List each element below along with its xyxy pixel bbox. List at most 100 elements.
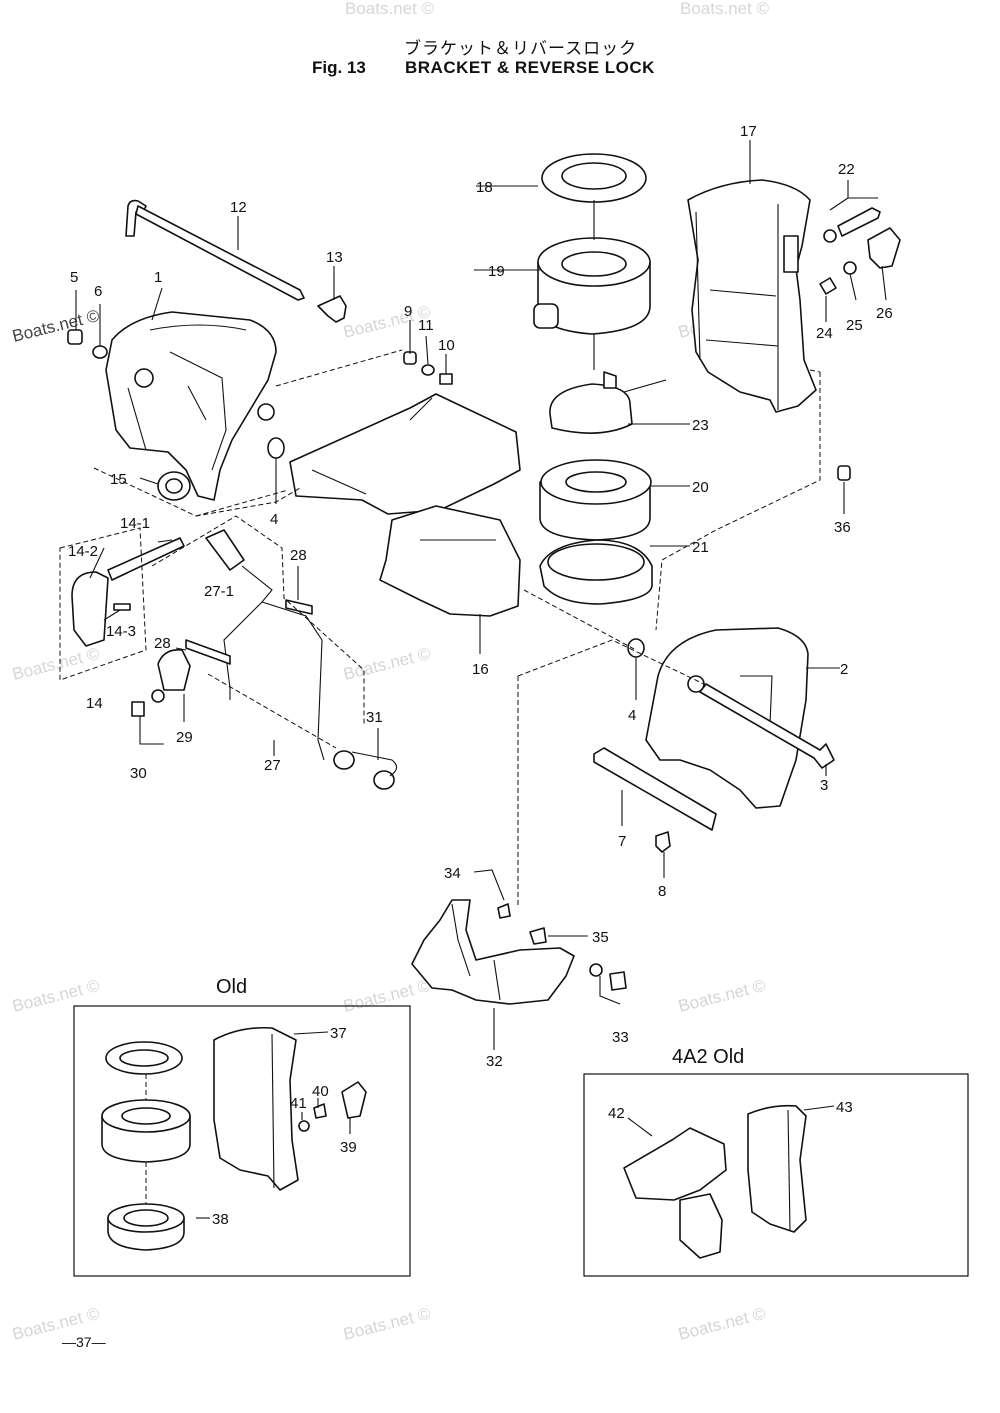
old-knob-part-39 xyxy=(341,1081,367,1119)
label-part-43: 43 xyxy=(836,1099,853,1116)
swivel-bracket-part-16 xyxy=(289,393,521,617)
label-part-31: 31 xyxy=(366,709,383,726)
washer-part-30 xyxy=(151,689,165,703)
grease-nipple-part-36 xyxy=(837,465,851,481)
watermark: Boats.net © xyxy=(10,644,101,684)
screw-part-8 xyxy=(655,831,671,853)
old-washer-part-41 xyxy=(298,1120,310,1132)
nut-part-5 xyxy=(67,329,83,345)
plate-part-7 xyxy=(593,747,717,831)
washer-part-4 xyxy=(627,638,645,658)
label-part-7: 7 xyxy=(618,833,626,850)
upper-mount-part-19 xyxy=(533,237,651,335)
label-part-14-3: 14-3 xyxy=(106,623,136,640)
lower-ring-part-21 xyxy=(539,539,653,605)
label-part-5: 5 xyxy=(70,269,78,286)
label-part-9: 9 xyxy=(404,303,412,320)
watermark: Boats.net © xyxy=(676,1304,767,1344)
watermark: Boats.net © xyxy=(345,0,435,18)
washer-part-11 xyxy=(421,364,435,376)
old-box-title: Old xyxy=(216,976,248,998)
washer-part-22 xyxy=(823,229,837,243)
label-part-8: 8 xyxy=(658,883,666,900)
watermark: Boats.net © xyxy=(10,976,101,1016)
title-japanese: ブラケット＆リバースロック xyxy=(404,39,638,59)
page-number: —37— xyxy=(62,1334,106,1350)
washer-part-4 xyxy=(267,437,285,459)
spring-part-14-1 xyxy=(107,537,185,581)
label-part-22: 22 xyxy=(838,161,855,178)
label-part-38: 38 xyxy=(212,1211,229,1228)
old-upper-mount xyxy=(101,1099,191,1163)
part-number-labels: 1 2 3 4 4 5 6 7 8 9 10 11 12 13 14 14-1 … xyxy=(68,123,893,1228)
knob-part-26 xyxy=(867,227,901,269)
label-part-14-1: 14-1 xyxy=(120,515,150,532)
washer-part-6 xyxy=(92,345,108,359)
label-part-18: 18 xyxy=(476,179,493,196)
tilt-rod-part-12 xyxy=(125,199,305,301)
label-part-29: 29 xyxy=(176,729,193,746)
screw-part-30 xyxy=(131,701,145,717)
label-part-10: 10 xyxy=(438,337,455,354)
seal-ring-part-18 xyxy=(541,153,647,203)
old-spring-part-40 xyxy=(313,1103,327,1119)
label-part-23: 23 xyxy=(692,417,709,434)
label-part-17: 17 xyxy=(740,123,757,140)
label-part-14-2: 14-2 xyxy=(68,543,98,560)
watermark: Boats.net © xyxy=(676,976,767,1016)
label-part-39: 39 xyxy=(340,1139,357,1156)
clamp-bracket-part-1 xyxy=(105,311,277,501)
pin-part-28 xyxy=(285,599,313,615)
label-part-1: 1 xyxy=(154,269,162,286)
watermark: Boats.net © xyxy=(341,976,432,1016)
pin-part-28 xyxy=(185,639,231,665)
figure-number: Fig. 13 xyxy=(312,58,366,77)
label-part-42: 42 xyxy=(608,1105,625,1122)
watermark: Boats.net © xyxy=(341,1304,432,1344)
old-parts-box xyxy=(73,1005,411,1277)
spring-part-31 xyxy=(333,750,398,790)
lower-mount-part-20 xyxy=(539,459,652,541)
old-mount-part-38 xyxy=(107,1203,185,1251)
screw-part-13 xyxy=(317,295,347,323)
screw-part-10 xyxy=(439,373,453,385)
label-part-4: 4 xyxy=(270,511,278,528)
steering-housing-part-17 xyxy=(687,179,817,413)
label-part-15: 15 xyxy=(110,471,127,488)
watermark: Boats.net © xyxy=(10,306,101,346)
leader-lines xyxy=(75,140,887,1219)
knob-part-15 xyxy=(157,471,191,501)
old-4a2-housing-part-43 xyxy=(747,1104,807,1233)
old-seal-ring xyxy=(105,1041,183,1075)
lever-part-27 xyxy=(261,601,325,761)
label-part-33: 33 xyxy=(612,1029,629,1046)
old-housing-part-37 xyxy=(213,1026,299,1191)
clamp-bracket-part-2 xyxy=(645,627,809,809)
label-part-28: 28 xyxy=(290,547,307,564)
title-english: BRACKET & REVERSE LOCK xyxy=(405,58,655,77)
dashed-guide-lines xyxy=(59,349,821,1204)
washer-part-25 xyxy=(843,261,857,275)
label-part-40: 40 xyxy=(312,1083,329,1100)
washer-part-33 xyxy=(589,963,603,977)
label-part-25: 25 xyxy=(846,317,863,334)
label-part-12: 12 xyxy=(230,199,247,216)
through-bolt-part-3 xyxy=(699,683,835,769)
grip-part-27-1 xyxy=(205,529,245,571)
label-part-2: 2 xyxy=(840,661,848,678)
label-part-30: 30 xyxy=(130,765,147,782)
screw-part-22 xyxy=(837,207,881,237)
label-part-28: 28 xyxy=(154,635,171,652)
label-part-32: 32 xyxy=(486,1053,503,1070)
label-part-34: 34 xyxy=(444,865,461,882)
label-part-36: 36 xyxy=(834,519,851,536)
label-part-16: 16 xyxy=(472,661,489,678)
label-part-3: 3 xyxy=(820,777,828,794)
spring-part-34 xyxy=(497,903,511,919)
label-part-6: 6 xyxy=(94,283,102,300)
label-part-35: 35 xyxy=(592,929,609,946)
old-4a2-box-title: 4A2 Old xyxy=(672,1046,745,1068)
label-part-37: 37 xyxy=(330,1025,347,1042)
label-part-14: 14 xyxy=(86,695,103,712)
